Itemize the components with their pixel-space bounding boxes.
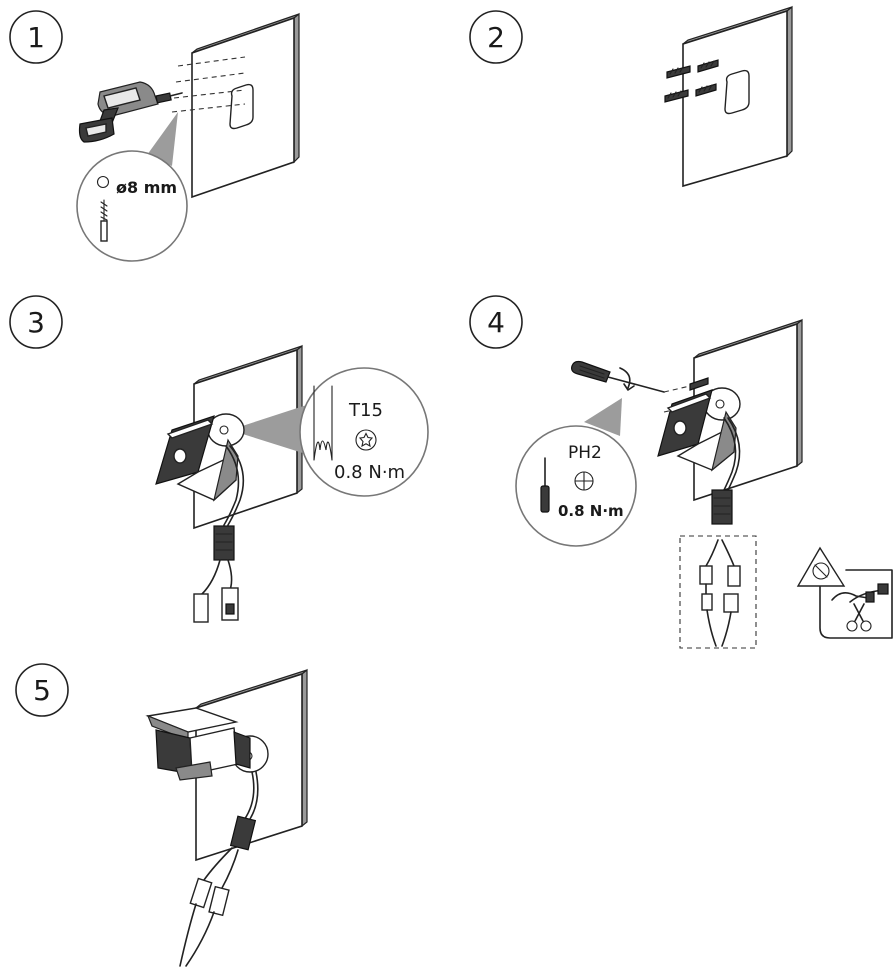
step-3-callout: T15 0.8 N·m [300, 368, 428, 496]
step-3: 3 [10, 296, 428, 622]
step-1-mounting-template [230, 85, 253, 129]
step-1-callout: ø8 mm [77, 151, 187, 261]
step-2-mounting-template [725, 71, 749, 114]
step-4-cable-detail-box [680, 536, 756, 648]
step-1: 1 ø8 m [10, 11, 299, 261]
step-3-torque-label: 0.8 N·m [334, 462, 405, 483]
scissors-icon [832, 584, 888, 631]
step-4-torque-label: 0.8 N·m [558, 502, 624, 520]
step-1-diameter-label: ø8 mm [116, 178, 177, 197]
step-4-callout: PH2 0.8 N·m [516, 426, 636, 546]
step-4: 4 [470, 296, 892, 648]
step-4-cable-detail [700, 540, 740, 646]
step-4-bit-label: PH2 [568, 443, 602, 463]
step-3-bit-label: T15 [348, 400, 383, 421]
step-3-number: 3 [27, 306, 45, 339]
step-5-number: 5 [33, 674, 51, 707]
no-cutting-warning-icon [798, 548, 844, 586]
step-1-number: 1 [27, 21, 45, 54]
step-4-warning-panel [798, 548, 892, 638]
screwdriver-icon [572, 362, 664, 393]
phillips-icon [575, 472, 593, 490]
step-2: 2 [470, 7, 792, 186]
step-4-camera [658, 388, 740, 524]
step-5: 5 [16, 664, 307, 966]
step-2-number: 2 [487, 21, 505, 54]
step-4-number: 4 [487, 306, 505, 339]
